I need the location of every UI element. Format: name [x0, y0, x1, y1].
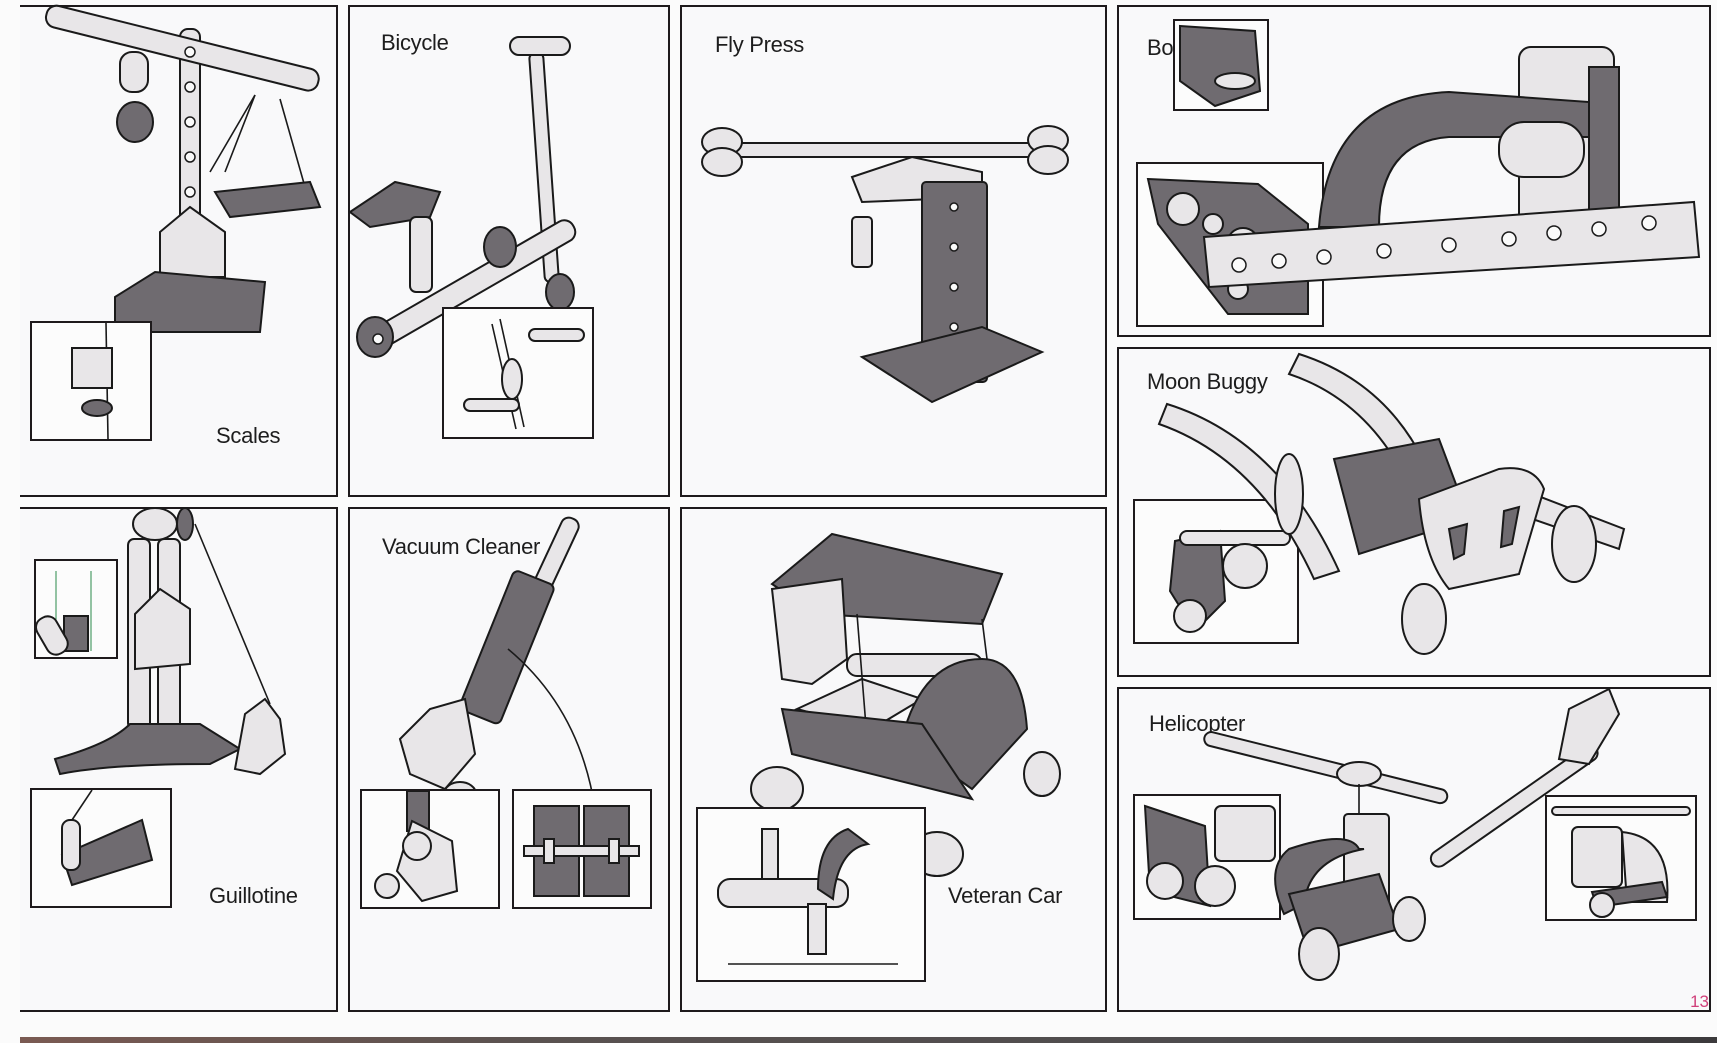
- helicopter-illustration: [1203, 687, 1621, 981]
- model-panel-vacuum-cleaner: Vacuum Cleaner: [348, 507, 670, 1012]
- veteran-car-detail-inset: [696, 807, 926, 982]
- model-panel-helicopter: Helicopter 13: [1117, 687, 1711, 1012]
- helicopter-detail-inset-left: [1133, 794, 1281, 920]
- model-title: Vacuum Cleaner: [382, 534, 541, 559]
- vacuum-cleaner-detail-inset-left: [360, 789, 500, 909]
- model-panel-bobsleigh: Bobsleigh: [1117, 5, 1711, 337]
- guillotine-detail-inset-bottom: [30, 788, 172, 908]
- model-panel-fly-press: Fly Press: [680, 5, 1107, 497]
- model-title: Guillotine: [209, 883, 298, 908]
- moon-buggy-illustration: [1157, 352, 1626, 655]
- model-title: Fly Press: [715, 32, 804, 57]
- scales-illustration: [44, 4, 322, 333]
- guillotine-illustration: [53, 507, 287, 776]
- fly-press-illustration: [701, 125, 1069, 404]
- scales-detail-inset: [30, 321, 152, 441]
- vacuum-cleaner-detail-inset-right: [512, 789, 652, 909]
- model-title: Bicycle: [381, 30, 449, 55]
- model-panel-veteran-car: Veteran Car: [680, 507, 1107, 1012]
- bicycle-illustration: [348, 36, 577, 358]
- guillotine-detail-inset-top: [34, 559, 118, 659]
- vacuum-cleaner-illustration: [398, 516, 596, 810]
- model-title: Scales: [216, 423, 281, 448]
- model-title: Moon Buggy: [1147, 369, 1268, 394]
- model-title: Veteran Car: [948, 883, 1063, 908]
- veteran-car-illustration: [750, 532, 1061, 877]
- helicopter-detail-inset-right: [1545, 795, 1697, 921]
- model-panel-scales: Scales: [20, 4, 338, 497]
- model-panel-bicycle: Bicycle: [348, 5, 670, 497]
- moon-buggy-detail-inset: [1133, 499, 1299, 644]
- bobsleigh-detail-inset-top: [1173, 19, 1269, 111]
- page-number: 13: [1690, 992, 1709, 1011]
- bicycle-detail-inset: [442, 307, 594, 439]
- model-panel-moon-buggy: Moon Buggy: [1117, 347, 1711, 677]
- page-bottom-edge: [20, 1037, 1717, 1043]
- bobsleigh-illustration: [1202, 46, 1701, 289]
- model-title: Helicopter: [1149, 711, 1246, 736]
- model-panel-guillotine: Guillotine: [20, 507, 338, 1012]
